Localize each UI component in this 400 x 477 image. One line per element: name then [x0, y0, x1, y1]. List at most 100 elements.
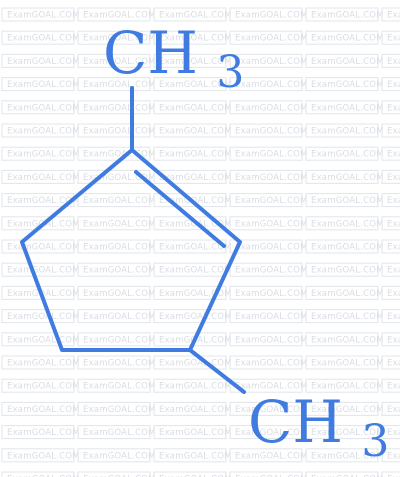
watermark-box: [229, 146, 303, 161]
watermark-box: [305, 30, 379, 45]
watermark-tile: ExamGOAL.COM: [77, 239, 156, 254]
watermark-text: ExamGOAL.COM: [159, 405, 232, 415]
watermark-box: [381, 262, 400, 277]
watermark-box: [305, 285, 379, 300]
watermark-tile: ExamGOAL.COM: [229, 77, 307, 92]
watermark-tile: ExamGOAL.COM: [229, 146, 308, 161]
watermark-box: [381, 100, 400, 115]
watermark-box: [305, 53, 379, 68]
top-methyl-main: CH: [103, 19, 198, 87]
watermark-tile: ExamGOAL.COM: [229, 309, 307, 324]
watermark-tile: ExamGOAL.COM: [77, 7, 155, 22]
watermark-text: ExamGOAL.COM: [83, 266, 156, 276]
watermark-box: [381, 425, 400, 440]
watermark-tile: ExamGOAL.COM: [153, 309, 232, 324]
watermark-box: [229, 239, 303, 254]
watermark-text: ExamGOAL.COM: [311, 127, 384, 137]
watermark-box: [153, 355, 227, 370]
watermark-tile: ExamGOAL.COM: [381, 355, 400, 370]
watermark-text: ExamGOAL.COM: [83, 451, 156, 461]
watermark-box: [1, 169, 75, 184]
watermark-tile: ExamGOAL.COM: [229, 355, 307, 370]
watermark-text: ExamGOAL.COM: [7, 127, 80, 137]
watermark-box: [1, 378, 75, 393]
watermark-box: [381, 355, 400, 370]
watermark-tile: ExamGOAL.COM: [77, 378, 155, 393]
watermark-box: [381, 193, 400, 208]
watermark-box: [153, 285, 227, 300]
watermark-box: [77, 100, 151, 115]
watermark-text: ExamGOAL.COM: [83, 243, 156, 253]
watermark-tile: ExamGOAL.COM: [305, 146, 383, 161]
watermark-text: ExamGOAL.COM: [311, 266, 384, 276]
top-methyl-subscript: 3: [216, 47, 244, 98]
watermark-text: ExamGOAL.COM: [387, 173, 400, 183]
watermark-text: ExamGOAL.COM: [311, 11, 384, 21]
watermark-box: [153, 146, 227, 161]
watermark-text: ExamGOAL.COM: [235, 150, 308, 160]
watermark-text: ExamGOAL.COM: [7, 312, 80, 322]
watermark-tile: ExamGOAL.COM: [1, 309, 80, 324]
watermark-text: ExamGOAL.COM: [387, 103, 400, 113]
watermark-tile: ExamGOAL.COM: [305, 100, 383, 115]
watermark-tile: ExamGOAL.COM: [381, 378, 400, 393]
watermark-tile: ExamGOAL.COM: [153, 146, 231, 161]
watermark-text: ExamGOAL.COM: [83, 196, 156, 206]
watermark-text: ExamGOAL.COM: [387, 266, 400, 276]
watermark-tile: ExamGOAL.COM: [381, 448, 400, 463]
watermark-tile: ExamGOAL.COM: [77, 471, 155, 477]
watermark-tile: ExamGOAL.COM: [381, 193, 400, 208]
watermark-text: ExamGOAL.COM: [235, 243, 308, 253]
watermark-box: [305, 309, 379, 324]
watermark-tile: ExamGOAL.COM: [305, 378, 383, 393]
watermark-box: [229, 77, 303, 92]
watermark-tile: ExamGOAL.COM: [305, 471, 384, 477]
watermark-text: ExamGOAL.COM: [387, 57, 400, 67]
watermark-text: ExamGOAL.COM: [83, 428, 156, 438]
watermark-tile: ExamGOAL.COM: [229, 378, 307, 393]
watermark-box: [229, 425, 303, 440]
watermark-tile: ExamGOAL.COM: [1, 7, 80, 22]
watermark-text: ExamGOAL.COM: [311, 475, 384, 477]
watermark-tile: ExamGOAL.COM: [229, 169, 307, 184]
watermark-box: [77, 285, 151, 300]
watermark-text: ExamGOAL.COM: [159, 312, 232, 322]
watermark-tile: ExamGOAL.COM: [305, 169, 383, 184]
watermark-box: [1, 30, 75, 45]
watermark-text: ExamGOAL.COM: [387, 34, 400, 44]
watermark-box: [305, 239, 379, 254]
watermark-box: [1, 7, 75, 22]
watermark-text: ExamGOAL.COM: [159, 359, 232, 369]
watermark-text: ExamGOAL.COM: [83, 173, 156, 183]
watermark-box: [229, 53, 303, 68]
watermark-tile: ExamGOAL.COM: [1, 401, 79, 416]
watermark-text: ExamGOAL.COM: [311, 335, 384, 345]
watermark-box: [1, 100, 75, 115]
watermark-box: [229, 355, 303, 370]
watermark-text: ExamGOAL.COM: [311, 359, 384, 369]
watermark-tile: ExamGOAL.COM: [1, 448, 80, 463]
watermark-text: ExamGOAL.COM: [235, 219, 308, 229]
watermark-tile: ExamGOAL.COM: [229, 53, 307, 68]
watermark-text: ExamGOAL.COM: [7, 475, 80, 477]
watermark-tile: ExamGOAL.COM: [77, 355, 155, 370]
watermark-tile: ExamGOAL.COM: [381, 285, 400, 300]
watermark-box: [153, 169, 227, 184]
watermark-text: ExamGOAL.COM: [387, 219, 400, 229]
watermark-text: ExamGOAL.COM: [387, 335, 400, 345]
watermark-tile: ExamGOAL.COM: [77, 193, 156, 208]
watermark-box: [1, 146, 75, 161]
watermark-tile: ExamGOAL.COM: [381, 309, 400, 324]
watermark-text: ExamGOAL.COM: [311, 289, 384, 299]
watermark-tile: ExamGOAL.COM: [1, 100, 79, 115]
watermark-tile: ExamGOAL.COM: [381, 471, 400, 477]
watermark-box: [381, 7, 400, 22]
watermark-text: ExamGOAL.COM: [7, 11, 80, 21]
watermark-tile: ExamGOAL.COM: [1, 355, 80, 370]
watermark-text: ExamGOAL.COM: [7, 451, 80, 461]
watermark-text: ExamGOAL.COM: [7, 359, 80, 369]
watermark-box: [153, 123, 227, 138]
watermark-tile: ExamGOAL.COM: [1, 239, 79, 254]
